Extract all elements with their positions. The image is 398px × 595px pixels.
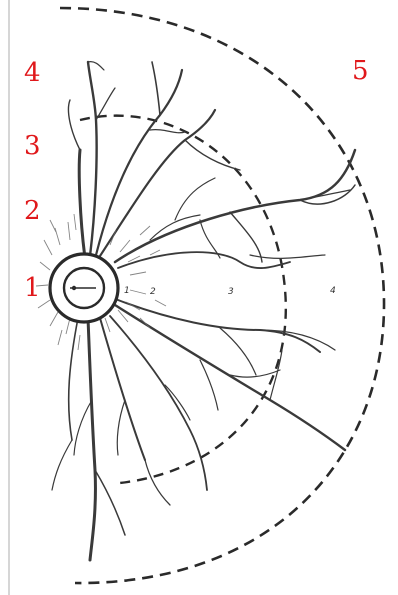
zone-label-1: 1: [24, 273, 41, 303]
optic-disc: [50, 254, 118, 322]
inner-number-3: 3: [228, 287, 234, 297]
inner-zone-numbers: 1 2 3 4: [124, 286, 336, 297]
inner-number-2: 2: [150, 287, 156, 297]
inner-number-1: 1: [124, 286, 130, 296]
inner-number-4: 4: [330, 286, 336, 296]
zone-label-5: 5: [352, 56, 369, 86]
zone-label-2: 2: [24, 196, 41, 226]
zone-label-3: 3: [24, 131, 41, 161]
zone-label-4: 4: [24, 58, 41, 88]
